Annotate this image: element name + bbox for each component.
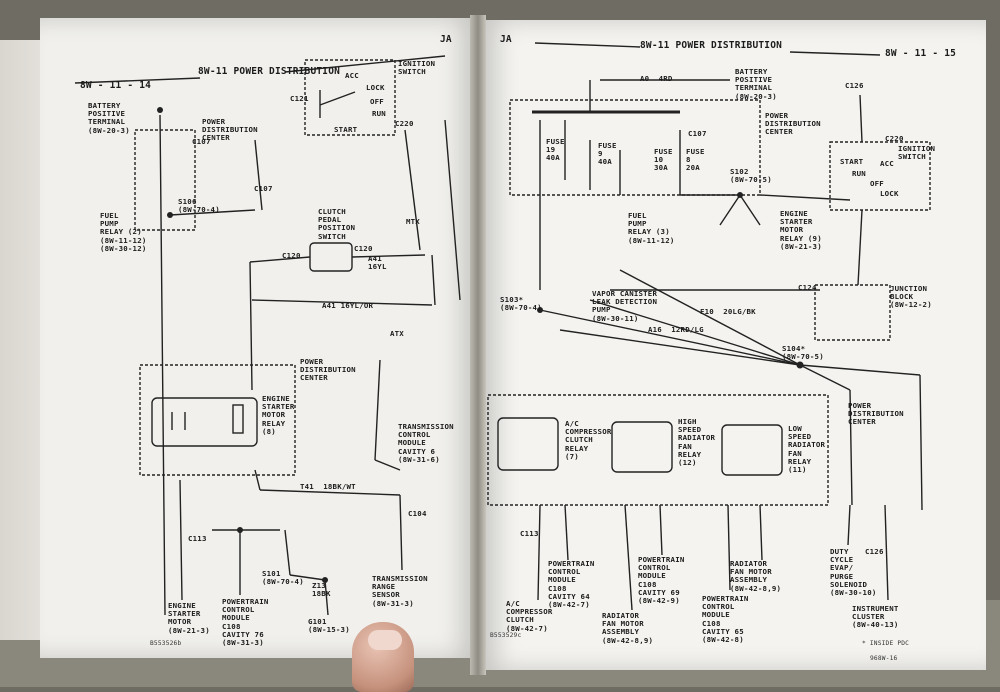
fuse-19-label: FUSE 19 40A bbox=[546, 137, 565, 163]
c126-label-lower: C126 bbox=[865, 547, 884, 556]
book-gutter bbox=[470, 15, 486, 675]
c120-label-a: C120 bbox=[282, 251, 301, 260]
right-section-title: 8W-11 POWER DISTRIBUTION bbox=[640, 40, 783, 51]
c113-label-right: C113 bbox=[520, 529, 539, 538]
fuse-9-label: FUSE 9 40A bbox=[598, 141, 617, 167]
acc-label-right: ACC bbox=[880, 159, 894, 168]
left-figure-id: B553526b bbox=[150, 640, 182, 647]
c121-label: C121 bbox=[290, 94, 309, 103]
right-page-number: 8W - 11 - 15 bbox=[885, 48, 957, 59]
c126-label: C126 bbox=[845, 81, 864, 90]
z13-label: Z13 18BK bbox=[312, 581, 331, 599]
s103-label: S103* (8W-70-4) bbox=[500, 295, 542, 313]
radiator-assembly-label: RADIATOR FAN MOTOR ASSEMBLY (8W-42-8,9) bbox=[730, 559, 782, 593]
ac-clutch-label: A/C COMPRESSOR CLUTCH (8W-42-7) bbox=[506, 599, 553, 633]
right-figure-id: B553529c bbox=[490, 632, 522, 639]
right-page bbox=[478, 20, 986, 670]
fuse-10-label: FUSE 10 30A bbox=[654, 147, 673, 173]
fuse-8-label: FUSE 8 20A bbox=[686, 147, 705, 173]
low-speed-relay-label: LOW SPEED RADIATOR FAN RELAY (11) bbox=[788, 424, 826, 475]
high-speed-relay-label: HIGH SPEED RADIATOR FAN RELAY (12) bbox=[678, 417, 716, 468]
pcm-65-label: POWERTRAIN CONTROL MODULE C108 CAVITY 65… bbox=[702, 594, 749, 645]
thumbnail bbox=[368, 630, 402, 650]
s106-label: S106 (8W-70-4) bbox=[178, 197, 220, 215]
acc-label: ACC bbox=[345, 71, 359, 80]
pdc-label-left-top: POWER DISTRIBUTION CENTER bbox=[202, 117, 258, 143]
tcm-label: TRANSMISSION CONTROL MODULE CAVITY 6 (8W… bbox=[398, 422, 454, 464]
inside-pdc-note: * INSIDE PDC bbox=[862, 640, 910, 647]
wire-a41-label: A41 16YL bbox=[368, 254, 387, 272]
lock-label-right: LOCK bbox=[880, 189, 899, 198]
ac-relay-label: A/C COMPRESSOR CLUTCH RELAY (7) bbox=[565, 419, 612, 461]
left-page-number: 8W - 11 - 14 bbox=[80, 80, 152, 91]
right-footer-code: 968W-16 bbox=[870, 655, 898, 662]
left-page bbox=[40, 18, 480, 658]
start-label-right: START bbox=[840, 157, 864, 166]
c220-label-right: C220 bbox=[885, 134, 904, 143]
wire-t41-label: T41 18BK/WT bbox=[300, 482, 356, 491]
ignition-switch-label-left: IGNITION SWITCH bbox=[398, 59, 436, 77]
c220-label: C220 bbox=[395, 119, 414, 128]
c107-label-right: C107 bbox=[688, 129, 707, 138]
left-section-title: 8W-11 POWER DISTRIBUTION bbox=[198, 66, 341, 77]
run-label: RUN bbox=[372, 109, 386, 118]
ignition-switch-label-right: IGNITION SWITCH bbox=[898, 144, 936, 162]
pdc-label-left-mid: POWER DISTRIBUTION CENTER bbox=[300, 357, 356, 383]
battery-label-left: BATTERY POSITIVE TERMINAL (8W-20-3) bbox=[88, 101, 130, 135]
fuel-pump-relay-label-left: FUEL PUMP RELAY (2) (8W-11-12) (8W-30-12… bbox=[100, 211, 147, 253]
s104-label: S104* (8W-70-5) bbox=[782, 344, 824, 362]
off-label: OFF bbox=[370, 97, 384, 106]
f10-wire-label: F10 20LG/BK bbox=[700, 307, 756, 316]
mtx-label: MTX bbox=[406, 217, 420, 226]
pcm-69-label: POWERTRAIN CONTROL MODULE C108 CAVITY 69… bbox=[638, 555, 685, 606]
pdc-label-right-mid: POWER DISTRIBUTION CENTER bbox=[848, 401, 904, 427]
lock-label: LOCK bbox=[366, 83, 385, 92]
duty-cycle-label: DUTY CYCLE EVAP/ PURGE SOLENOID (8W-30-1… bbox=[830, 547, 877, 598]
off-label-right: OFF bbox=[870, 179, 884, 188]
start-label: START bbox=[334, 125, 358, 134]
c124-label: C124 bbox=[798, 283, 817, 292]
a0-wire-label: A0 4RD bbox=[640, 74, 673, 83]
instrument-cluster-label: INSTRUMENT CLUSTER (8W-40-13) bbox=[852, 604, 899, 630]
starter-relay-label: ENGINE STARTER MOTOR RELAY (8) bbox=[262, 394, 295, 436]
fuel-pump-relay-label-right: FUEL PUMP RELAY (3) (8W-11-12) bbox=[628, 211, 675, 245]
starter-motor-label: ENGINE STARTER MOTOR (8W-21-3) bbox=[168, 601, 210, 635]
s101-label: S101 (8W-70-4) bbox=[262, 569, 304, 587]
atx-label: ATX bbox=[390, 329, 404, 338]
pcm-label-left: POWERTRAIN CONTROL MODULE C108 CAVITY 76… bbox=[222, 597, 269, 648]
c120-label-b: C120 bbox=[354, 244, 373, 253]
wire-a41b-label: A41 16YL/OR bbox=[322, 301, 374, 310]
battery-label-right: BATTERY POSITIVE TERMINAL (8W-20-3) bbox=[735, 67, 777, 101]
c107-label-a: C107 bbox=[192, 137, 211, 146]
pdc-label-right-top: POWER DISTRIBUTION CENTER bbox=[765, 111, 821, 137]
c104-label: C104 bbox=[408, 509, 427, 518]
c113-label-left: C113 bbox=[188, 534, 207, 543]
c107-label-b: C107 bbox=[254, 184, 273, 193]
g101-label: G101 (8W-15-3) bbox=[308, 617, 350, 635]
trs-label: TRANSMISSION RANGE SENSOR (8W-31-3) bbox=[372, 574, 428, 608]
junction-block-label: JUNCTION BLOCK (8W-12-2) bbox=[890, 284, 932, 310]
vapor-pump-label: VAPOR CANISTER LEAK DETECTION PUMP (8W-3… bbox=[592, 289, 658, 323]
run-label-right: RUN bbox=[852, 169, 866, 178]
pcm-64-label: POWERTRAIN CONTROL MODULE C108 CAVITY 64… bbox=[548, 559, 595, 610]
a16-wire-label: A16 12RD/LG bbox=[648, 325, 704, 334]
left-vehicle-code: JA bbox=[440, 34, 452, 45]
clutch-switch-label: CLUTCH PEDAL POSITION SWITCH bbox=[318, 207, 356, 241]
starter-relay-ref-label: ENGINE STARTER MOTOR RELAY (9) (8W-21-3) bbox=[780, 209, 822, 251]
right-vehicle-code: JA bbox=[500, 34, 512, 45]
radiator-motor-label: RADIATOR FAN MOTOR ASSEMBLY (8W-42-8,9) bbox=[602, 611, 654, 645]
s102-label: S102 (8W-70-5) bbox=[730, 167, 772, 185]
